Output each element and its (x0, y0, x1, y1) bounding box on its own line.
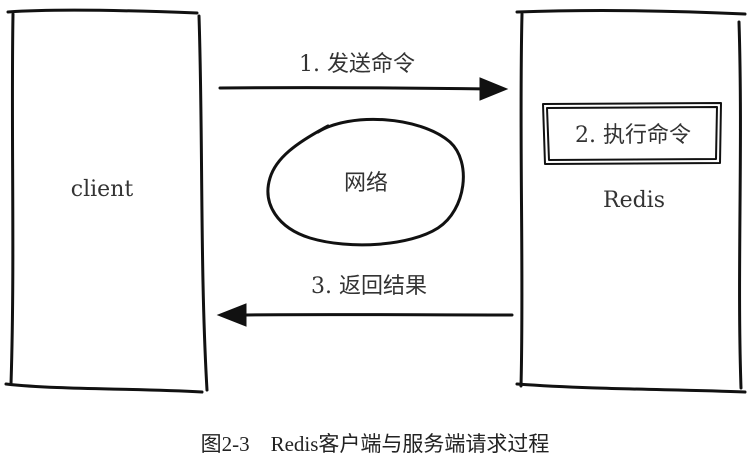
send-command-arrow (218, 77, 509, 101)
client-box-left (9, 12, 15, 386)
redis-box-left (519, 12, 524, 388)
step2-label: 2. 执行命令 (575, 123, 691, 148)
redis-label: Redis (603, 188, 665, 213)
client-label: client (71, 177, 134, 202)
network-cloud (266, 117, 465, 247)
step1-label: 1. 发送命令 (299, 52, 415, 77)
figure-caption: 图2-3 Redis客户端与服务端请求过程 (200, 432, 550, 456)
client-box (4, 8, 209, 394)
client-box-bottom (4, 382, 204, 394)
redis-box (515, 9, 747, 394)
send-command-arrow-head (479, 77, 509, 101)
client-box-top (6, 8, 199, 15)
execute-command-box-outline (542, 102, 722, 165)
send-command-arrow-line (218, 86, 492, 91)
return-result-arrow (216, 303, 514, 327)
redis-box-right (737, 20, 743, 390)
redis-box-top (515, 9, 747, 16)
execute-command-box (542, 102, 722, 165)
redis-box-bottom (515, 382, 747, 394)
return-result-arrow-head (216, 303, 247, 327)
client-box-right (197, 14, 209, 392)
network-label: 网络 (344, 171, 388, 196)
step3-label: 3. 返回结果 (311, 274, 427, 299)
execute-command-box-outline-inner (546, 106, 718, 161)
client-server-diagram: client Redis 网络 1. 发送命令 2. 执行命令 3. 返回结果 (4, 8, 747, 394)
